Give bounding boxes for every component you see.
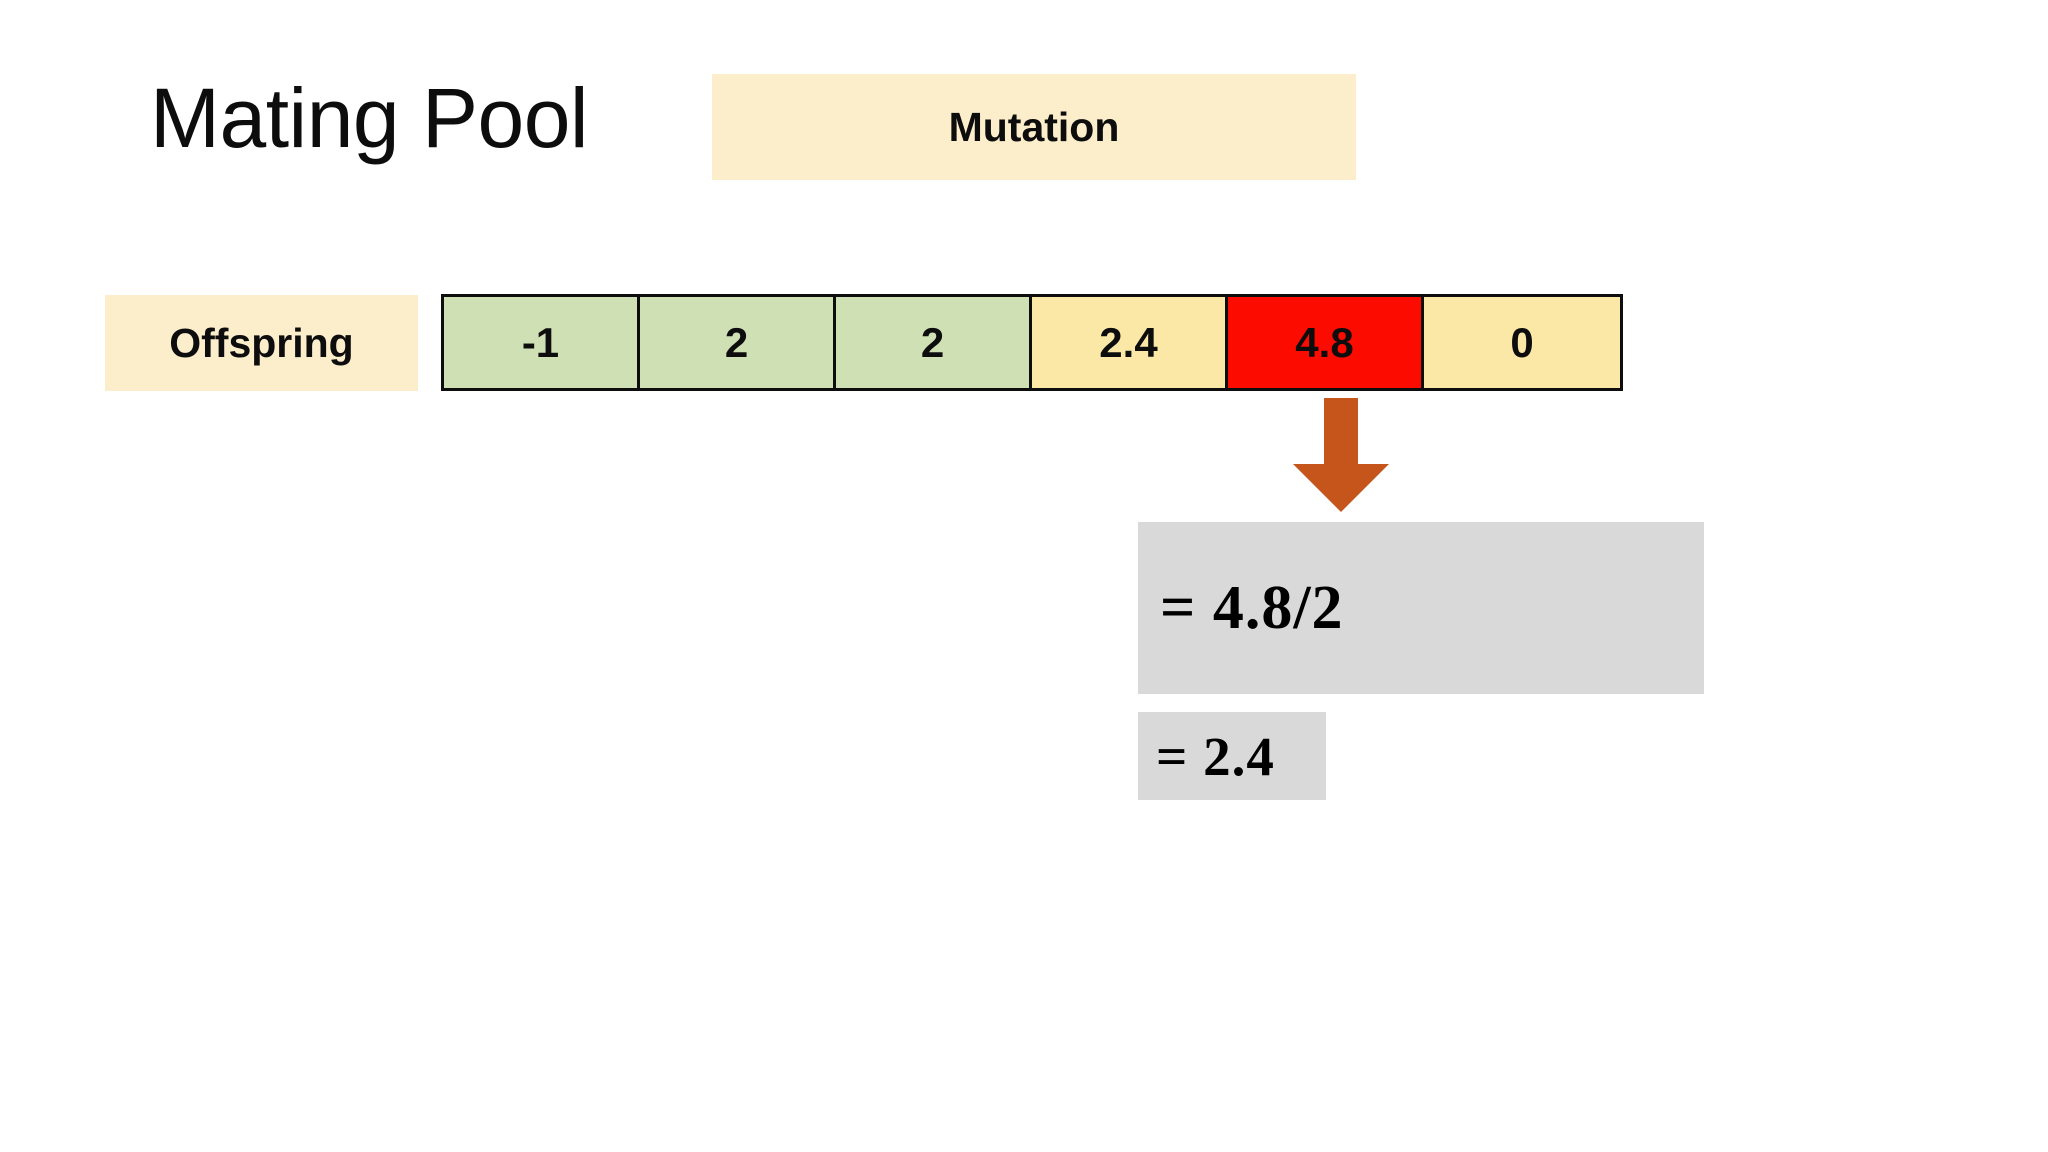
gene-cell-3: 2 [836, 297, 1032, 388]
gene-cell-5-mutated: 4.8 [1228, 297, 1424, 388]
offspring-gene-table: -1 2 2 2.4 4.8 0 [441, 294, 1623, 391]
gene-cell-2: 2 [640, 297, 836, 388]
formula-text: = 4.8/2 [1160, 573, 1344, 642]
offspring-label-text: Offspring [169, 319, 354, 366]
offspring-label-box: Offspring [105, 295, 418, 391]
gene-value: 0 [1510, 318, 1534, 366]
gene-value: -1 [521, 318, 560, 366]
gene-value: 2 [920, 318, 945, 366]
mutation-label-box: Mutation [712, 74, 1356, 180]
down-arrow-icon [1293, 398, 1389, 512]
gene-cell-4: 2.4 [1032, 297, 1228, 388]
formula-result: = 2.4 [1138, 712, 1326, 800]
page-title: Mating Pool [150, 71, 589, 165]
formula-text: = 2.4 [1156, 725, 1275, 787]
gene-value: 2 [724, 318, 749, 366]
gene-cell-1: -1 [444, 297, 640, 388]
formula-division: = 4.8/2 [1138, 522, 1704, 694]
gene-value: 2.4 [1099, 318, 1158, 366]
mutation-label-text: Mutation [948, 103, 1120, 150]
gene-value: 4.8 [1295, 318, 1354, 366]
gene-cell-6: 0 [1424, 297, 1620, 388]
